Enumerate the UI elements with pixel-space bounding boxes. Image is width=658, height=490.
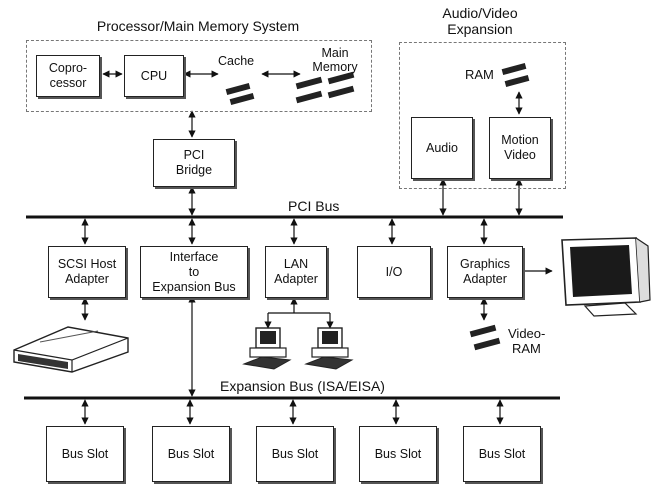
- av-ram-chips-icon: [501, 62, 530, 88]
- av-expansion-title-2: Expansion: [447, 21, 513, 37]
- graphics-label-1: Graphics: [459, 257, 511, 271]
- cache-label: Cache: [218, 54, 255, 68]
- bus-slot-1: Bus Slot: [46, 426, 124, 482]
- cache-chips-icon: [225, 82, 255, 106]
- video-ram-chips-icon: [469, 324, 501, 351]
- audio-box: Audio: [411, 117, 473, 179]
- bus-slot-1-label: Bus Slot: [61, 446, 109, 461]
- main-memory-label: Main Memory: [306, 46, 364, 74]
- bus-slot-2: Bus Slot: [152, 426, 230, 482]
- main-memory-label-2: Memory: [312, 60, 358, 74]
- main-memory-label-1: Main: [321, 46, 349, 60]
- cpu-label: CPU: [140, 68, 168, 83]
- bus-slot-5: Bus Slot: [463, 426, 541, 482]
- main-memory-chips-icon: [295, 71, 355, 104]
- cpu-box: CPU: [124, 55, 184, 97]
- lan-label-1: LAN: [283, 257, 309, 271]
- processor-system-title: Processor/Main Memory System: [96, 18, 300, 34]
- processor-system-region: [26, 40, 372, 112]
- graphics-label-2: Adapter: [463, 272, 507, 286]
- video-ram-label-2: RAM: [512, 341, 541, 356]
- coprocessor-box: Copro-cessor: [36, 55, 100, 97]
- bus-slot-4-label: Bus Slot: [374, 446, 422, 461]
- bus-slot-3: Bus Slot: [256, 426, 334, 482]
- motion-video-label-1: Motion: [501, 133, 539, 147]
- interface-label-3: Expansion Bus: [152, 279, 236, 294]
- io-box: I/O: [357, 246, 431, 298]
- disk-drive-icon: [13, 326, 129, 373]
- av-expansion-title: Audio/Video Expansion: [410, 5, 550, 37]
- bus-slot-4: Bus Slot: [359, 426, 437, 482]
- expansion-bus-label: Expansion Bus (ISA/EISA): [220, 378, 385, 394]
- av-ram-label: RAM: [465, 67, 494, 82]
- bus-slot-2-label: Bus Slot: [167, 446, 215, 461]
- motion-video-label-2: Video: [504, 148, 536, 162]
- workstation-left-icon: [242, 327, 292, 370]
- workstation-right-icon: [304, 327, 354, 370]
- lan-label-2: Adapter: [274, 272, 318, 286]
- pci-bus-label: PCI Bus: [288, 198, 340, 214]
- pci-bridge-label-1: PCI: [183, 148, 205, 162]
- pci-bridge-label-2: Bridge: [175, 163, 213, 177]
- av-expansion-region: [399, 42, 566, 189]
- audio-label: Audio: [426, 140, 458, 155]
- scsi-label-2: Adapter: [65, 272, 109, 286]
- video-ram-label-1: Video-: [508, 326, 546, 341]
- video-ram-label: Video- RAM: [508, 326, 545, 356]
- coprocessor-label-1: Copro-: [48, 61, 88, 75]
- io-label: I/O: [385, 264, 403, 279]
- monitor-icon: [561, 237, 651, 317]
- interface-label-1: Interface: [169, 249, 219, 264]
- scsi-label-1: SCSI Host: [57, 257, 117, 271]
- interface-label-2: to: [188, 264, 200, 279]
- av-expansion-title-1: Audio/Video: [442, 5, 518, 21]
- bus-slot-5-label: Bus Slot: [478, 446, 526, 461]
- bus-slot-3-label: Bus Slot: [271, 446, 319, 461]
- coprocessor-label-2: cessor: [49, 76, 87, 90]
